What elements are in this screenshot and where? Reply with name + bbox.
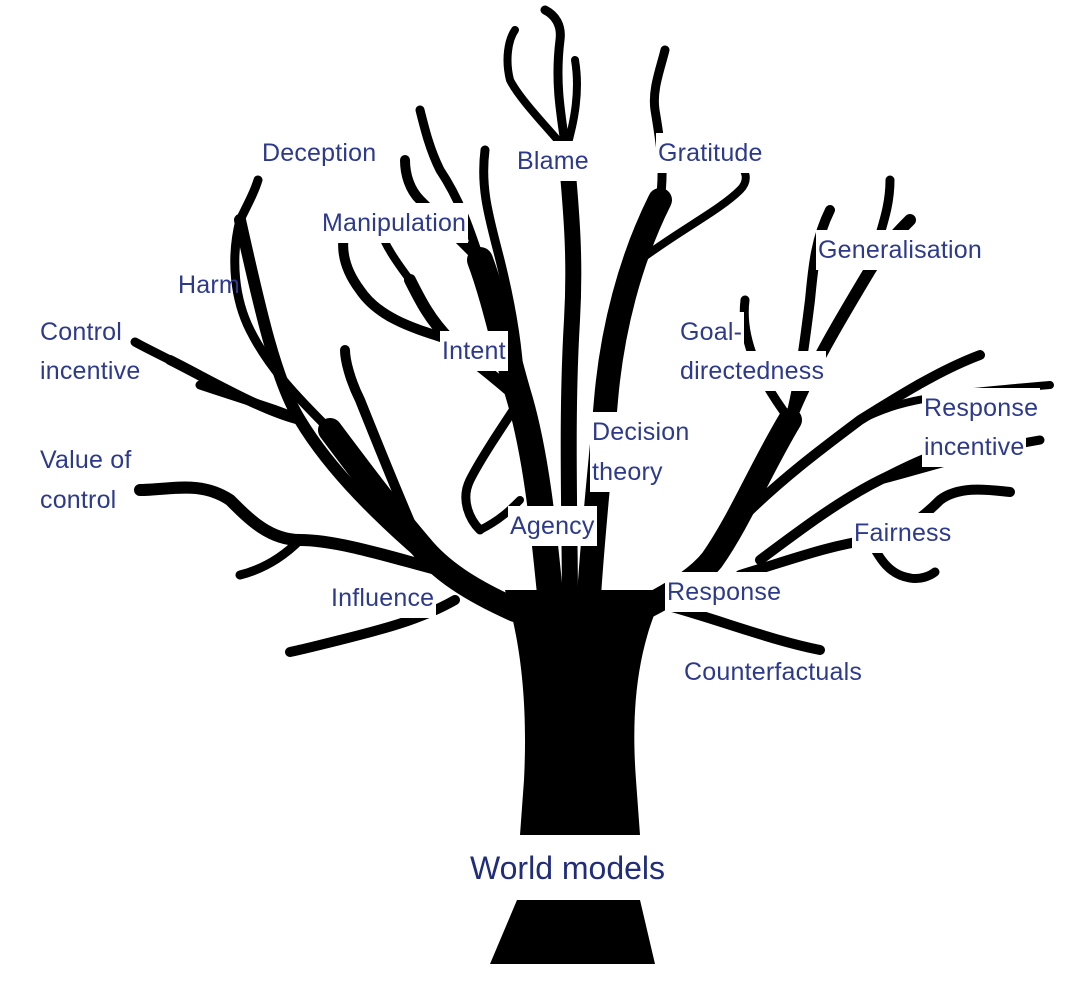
label-gratitude: Gratitude <box>656 133 765 173</box>
label-control-incentive-line2: incentive <box>38 351 143 391</box>
tree-base <box>490 900 655 964</box>
label-fairness: Fairness <box>852 513 954 553</box>
label-deception: Deception <box>262 139 377 167</box>
label-response-incentive-line2: incentive <box>922 427 1027 467</box>
label-manipulation: Manipulation <box>320 203 469 243</box>
label-world-models: World models <box>470 850 666 886</box>
label-counterfactuals: Counterfactuals <box>684 658 863 686</box>
label-value-of-control-line1: Value of <box>38 440 134 480</box>
label-response-incentive-line1: Response <box>922 388 1041 428</box>
label-goal-directedness-line2: directedness <box>678 351 827 391</box>
label-influence: Influence <box>329 578 437 618</box>
tree-top-branches <box>479 5 750 405</box>
label-value-of-control-line2: control <box>38 480 119 520</box>
label-harm: Harm <box>178 271 240 299</box>
label-agency: Agency <box>508 506 597 546</box>
tree-trunk <box>505 590 665 835</box>
label-intent: Intent <box>440 331 508 371</box>
label-blame: Blame <box>515 141 591 181</box>
label-generalisation: Generalisation <box>816 230 985 270</box>
label-decision-theory-line1: Decision <box>590 412 692 452</box>
label-control-incentive-line1: Control <box>38 312 124 352</box>
label-decision-theory-line2: theory <box>590 452 665 492</box>
label-response: Response <box>665 572 784 612</box>
label-goal-directedness-line1: Goal- <box>678 312 745 352</box>
